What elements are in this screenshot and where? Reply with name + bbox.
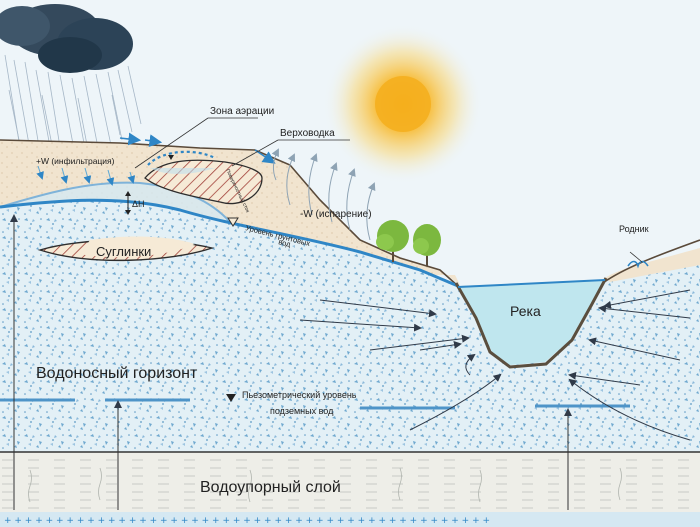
river-surface [457,279,606,288]
lower-aquifer-strip [0,512,700,527]
water-table-line [0,198,459,288]
leader-lines [134,117,350,169]
label-evaporation: -W (испарение) [300,209,372,220]
flow-arrows-right [568,289,691,441]
sun-core [375,76,431,132]
label-aeration-zone: Зона аэрации [210,106,274,117]
rain-cloud-icon [0,4,133,73]
label-spring: Родник [619,224,649,234]
perched-level-marker-icon [168,155,174,160]
aquiclude-waves [28,467,622,503]
label-infiltration: +W (инфильтрация) [36,156,115,166]
runoff-arrows [119,132,276,164]
right-bank-soil [605,248,700,282]
delta-h-marker [125,191,131,215]
aquiclude-layer [0,452,700,512]
label-piezometric-1: Пьезометрический уровень [242,390,357,400]
evaporation-arrows [271,148,376,241]
label-piezometric-2: подземных вод [270,406,334,416]
label-perched-water: Верховодка [280,128,335,139]
river-body [458,280,605,365]
loams-label-bg [80,236,195,258]
label-aquifer: Водоносный горизонт [36,365,198,382]
rain [4,54,142,167]
groundwater-mound [0,182,230,222]
perched-water [150,168,215,174]
svg-text:+ + + + + + + + + + + + + + +: + + + + + + + + + + + + + + + + + + + + … [4,516,490,526]
groundwater-level-marker-icon [227,217,239,227]
spring-icon [627,260,649,269]
piezometric-marker-icon [226,394,236,402]
label-groundwater-level-2: вод [278,237,293,249]
lower-aquifer-pattern: + + + + + + + + + + + + + + + + + + + + … [4,516,490,526]
flow-arrows-left [299,299,502,431]
tree-icon-2 [413,224,441,266]
piezometer-tubes [10,214,572,510]
label-river: Река [510,303,541,319]
river-bed [454,277,608,369]
spring-leader [629,251,643,263]
aquifer [0,200,700,452]
label-delta-h: ΔH [132,199,145,209]
infiltration-arrows [36,165,136,186]
tree-icon [376,220,409,262]
label-aquiclude: Водоупорный слой [200,479,341,496]
label-loams: Суглинки [96,244,151,259]
mound-line [0,181,231,223]
